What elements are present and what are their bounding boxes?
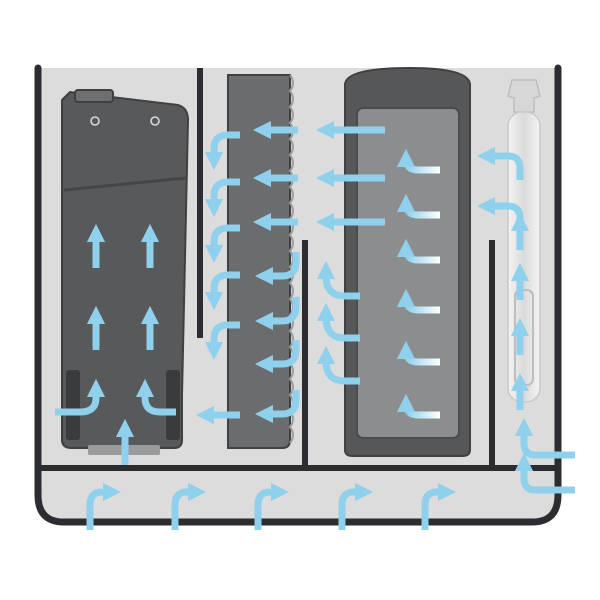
flow-arrow-basket-inflow	[396, 238, 440, 264]
flow-arrow-basket-curl	[316, 302, 360, 342]
pump-grip	[66, 370, 80, 440]
flow-arrow-sponge-curl	[254, 297, 300, 331]
flow-arrow-basket-inflow	[396, 193, 440, 219]
flow-arrow-pump-curl	[55, 378, 106, 416]
flow-arrow-basket-inflow	[396, 148, 440, 174]
media-basket-icon	[344, 66, 471, 457]
flow-arrow-heater-top	[476, 196, 524, 230]
flow-arrow-sponge-down	[204, 321, 240, 361]
flow-arrow-heater-top	[476, 146, 524, 180]
tank-outline	[34, 64, 562, 526]
flow-arrow-heater-inflow	[514, 452, 575, 494]
flow-arrow-pump-curl	[135, 378, 176, 416]
flow-arrow-basket-curl	[316, 260, 360, 300]
flow-arrow-sponge-down	[204, 131, 240, 171]
pump-screw	[150, 116, 160, 126]
flow-arrow-basket-curl	[316, 345, 360, 385]
flow-arrow-bottom-channel	[421, 482, 457, 530]
flow-arrow-bottom-channel	[254, 482, 290, 530]
flow-arrow-bottom-channel	[338, 482, 374, 530]
heater-cap	[507, 79, 541, 113]
heater-icon	[507, 79, 541, 403]
flow-arrow-sponge-curl	[254, 340, 300, 374]
flow-arrow-heater-inflow	[514, 417, 575, 459]
flow-arrow-basket-inflow	[396, 340, 440, 366]
pump-head-shadow	[63, 176, 187, 192]
water-flow-arrows	[55, 120, 575, 530]
flow-arrow-sponge-curl	[254, 390, 300, 424]
sponge-block	[227, 74, 291, 449]
flow-arrow-basket-inflow	[396, 288, 440, 314]
pump-screw	[90, 116, 100, 126]
flow-arrow-sponge-down	[204, 271, 240, 311]
filter-pump-icon	[61, 89, 190, 455]
basket-window	[356, 107, 460, 439]
flow-arrow-bottom-channel	[171, 482, 207, 530]
pump-handle	[74, 89, 114, 103]
flow-arrow-sponge-down	[204, 178, 240, 218]
flow-arrow-bottom-channel	[86, 482, 122, 530]
pump-grip	[166, 370, 180, 440]
flow-arrow-basket-inflow	[396, 393, 440, 419]
flow-arrow-sponge-curl	[254, 252, 300, 286]
sponge-icon	[227, 74, 294, 449]
flow-arrow-sponge-down	[204, 224, 240, 264]
